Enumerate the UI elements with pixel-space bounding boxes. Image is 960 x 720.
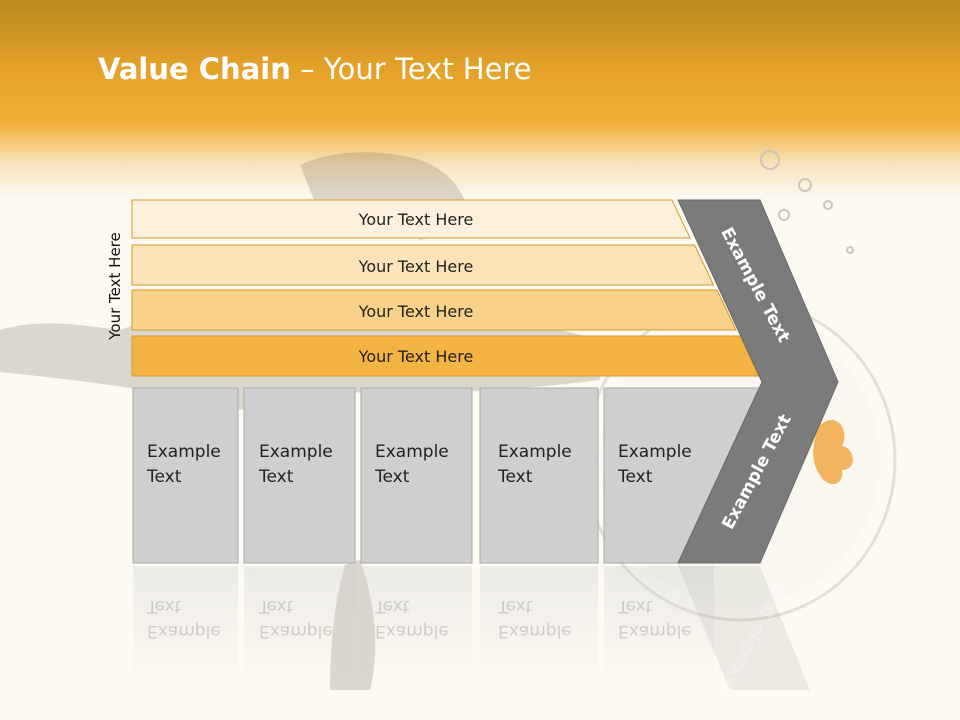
side-label: Your Text Here <box>106 232 124 340</box>
column-box-1 <box>132 387 239 564</box>
column-reflection-box-1 <box>133 566 238 686</box>
column-box-4 <box>479 387 599 564</box>
title-band <box>0 0 960 200</box>
column-reflection-box-3 <box>361 566 472 686</box>
row-label-2: Your Text Here <box>358 256 474 276</box>
column-reflection-box-5 <box>604 566 714 686</box>
title-bold: Value Chain <box>98 52 291 86</box>
column-box-2 <box>243 387 356 564</box>
row-bar-3 <box>131 289 737 331</box>
column-reflection-box-2 <box>244 566 355 686</box>
chevron-reflection <box>678 566 810 690</box>
chevron-arrow <box>677 199 839 564</box>
row-label-4: Your Text Here <box>358 346 474 366</box>
row-label-3: Your Text Here <box>358 301 474 321</box>
column-reflection-box-4 <box>480 566 598 686</box>
title-rest: – Your Text Here <box>290 52 532 86</box>
row-bar-1 <box>131 199 691 239</box>
column-box-3 <box>360 387 473 564</box>
row-label-1: Your Text Here <box>358 209 474 229</box>
slide-title: Value Chain – Your Text Here <box>98 52 532 86</box>
row-bar-2 <box>131 244 715 286</box>
